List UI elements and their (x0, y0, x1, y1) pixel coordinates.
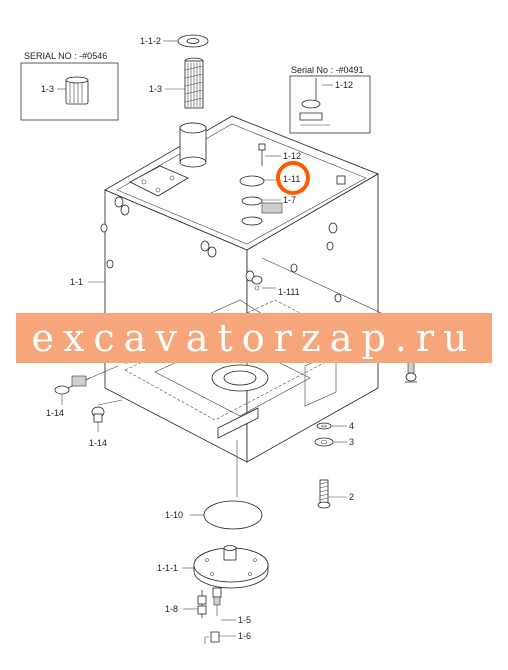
highlight-ring-1-11 (276, 161, 310, 195)
label-1-1-2: 1-1-2 (140, 36, 161, 46)
watermark-text: excavatorzap.ru (31, 316, 477, 360)
label-1-5: 1-5 (238, 615, 251, 625)
label-1-8: 1-8 (165, 604, 178, 614)
strainer-1-3-part (165, 57, 204, 109)
label-1-12-inset: 1-12 (335, 80, 353, 90)
cap-1-1-2-part (163, 34, 209, 48)
label-1-1-1: 1-1-1 (157, 563, 178, 573)
inset-serial-0546: SERIAL NO : -#0546 1-3 (20, 51, 119, 121)
oring-1-10-part (190, 500, 263, 530)
label-1-10: 1-10 (165, 510, 183, 520)
fitting-1-14a-part (54, 365, 119, 405)
hydraulic-tank-body (100, 115, 406, 497)
label-2: 2 (349, 492, 354, 502)
strainer-small-part (65, 76, 89, 105)
label-1-12: 1-12 (283, 151, 301, 161)
label-3: 3 (349, 437, 354, 447)
label-1-111: 1-111 (278, 287, 300, 297)
plug-1-6-part (204, 631, 236, 644)
label-1-14a: 1-14 (46, 408, 64, 418)
label-1-3-inset: 1-3 (41, 84, 54, 94)
label-1-11: 1-11 (283, 174, 300, 184)
inset-serial-0546-title: SERIAL NO : -#0546 (24, 51, 107, 61)
inset-serial-0491-title: Serial No : -#0491 (291, 65, 364, 75)
label-1-6: 1-6 (238, 631, 251, 641)
washer-4-part (316, 422, 347, 430)
label-1-3: 1-3 (149, 84, 162, 94)
label-1-7: 1-7 (283, 195, 296, 205)
washer-3-part (314, 437, 347, 447)
fitting-1-14b-part (91, 399, 123, 432)
bolt-1-12-part (258, 143, 281, 166)
bolt-2-part (317, 479, 347, 509)
fitting-1-5-part (212, 587, 236, 621)
watermark-band (16, 313, 492, 363)
inset-serial-0491: Serial No : -#0491 1-12 (289, 65, 371, 134)
label-1-14b: 1-14 (89, 438, 107, 448)
cap-bolt-inset-part (299, 78, 330, 126)
label-4: 4 (349, 421, 354, 431)
cover-1-1-1-part (182, 545, 269, 589)
label-1-1: 1-1 (70, 277, 83, 287)
bolt-1-8-part (183, 590, 207, 618)
